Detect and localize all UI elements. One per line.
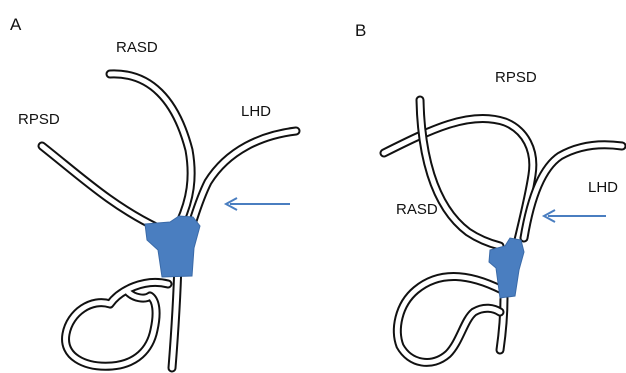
panel-a-arrow <box>226 198 290 210</box>
panel-a-stricture <box>145 216 200 277</box>
panel-b-duct-tree <box>384 100 622 362</box>
panel-b-label: B <box>355 21 366 40</box>
panel-a: A RASD RPSD LHD <box>10 15 296 368</box>
panel-a-rpsd-label: RPSD <box>18 111 60 128</box>
panel-b-lhd-label: LHD <box>588 179 618 196</box>
panel-b-rpsd-label: RPSD <box>495 69 537 86</box>
panel-b-rasd-label: RASD <box>396 201 438 218</box>
panel-a-lhd-label: LHD <box>241 103 271 120</box>
panel-a-label: A <box>10 15 22 34</box>
panel-b: B RPSD RASD LHD <box>355 21 622 362</box>
panel-a-rasd-label: RASD <box>116 39 158 56</box>
panel-b-arrow <box>544 210 606 222</box>
